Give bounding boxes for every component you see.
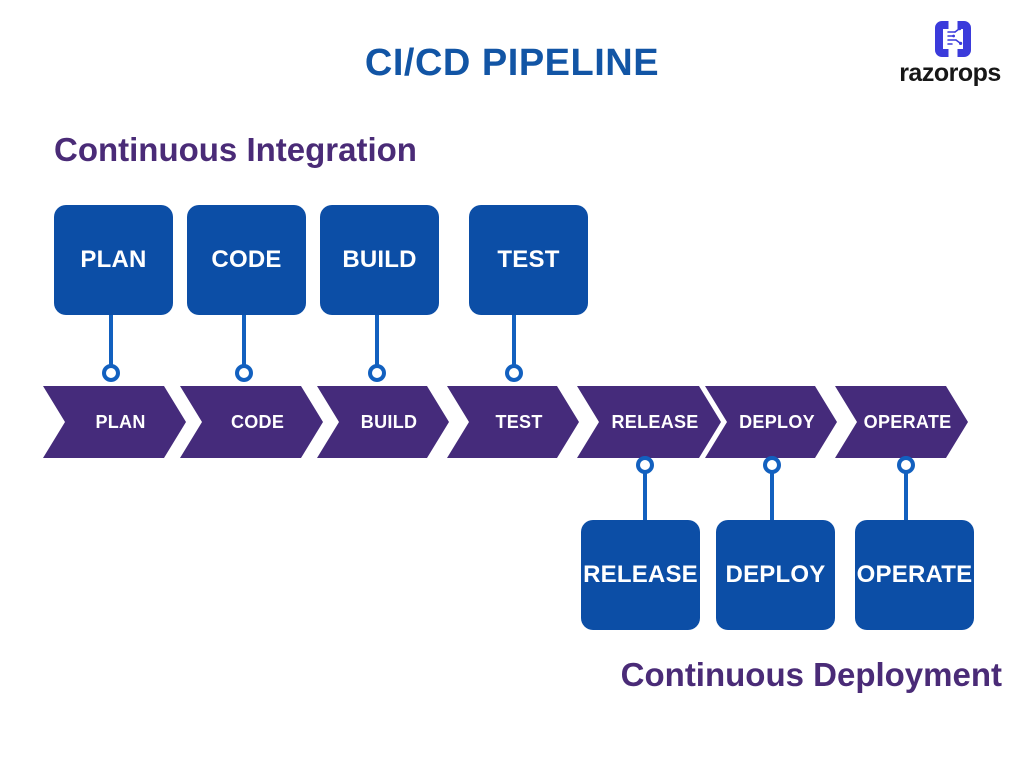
- razorops-bracket-circuit-icon: [934, 20, 972, 58]
- brand-logo[interactable]: razorops: [886, 20, 1014, 94]
- pipeline-chevron-code[interactable]: [180, 386, 323, 458]
- ci-connector-ring-build: [368, 364, 386, 382]
- ci-connector-line-plan: [109, 315, 113, 368]
- section-heading-continuous-deployment: Continuous Deployment: [620, 656, 1002, 693]
- section-heading-continuous-integration: Continuous Integration: [54, 131, 417, 168]
- ci-stage-box-test[interactable]: TEST: [469, 205, 588, 315]
- stage-box-label: BUILD: [342, 246, 417, 273]
- pipeline-chevron-release[interactable]: [577, 386, 721, 458]
- pipeline-chevron-label-operate: OPERATE: [863, 412, 952, 432]
- cd-stage-box-operate[interactable]: OPERATE: [855, 520, 974, 630]
- ci-connector-ring-code: [235, 364, 253, 382]
- pipeline-chevron-label-build: BUILD: [360, 412, 418, 432]
- pipeline-chevron-test[interactable]: [447, 386, 579, 458]
- ci-connector-line-code: [242, 315, 246, 368]
- ci-stage-box-build[interactable]: BUILD: [320, 205, 439, 315]
- pipeline-chevron-label-plan: PLAN: [95, 412, 146, 432]
- cd-connector-ring-operate: [897, 456, 915, 474]
- pipeline-chevron-operate[interactable]: [835, 386, 968, 458]
- ci-connector-ring-test: [505, 364, 523, 382]
- cd-connector-ring-release: [636, 456, 654, 474]
- stage-box-label: OPERATE: [856, 561, 973, 588]
- cd-stage-box-release[interactable]: RELEASE: [581, 520, 700, 630]
- ci-connector-line-build: [375, 315, 379, 368]
- pipeline-chevron-label-deploy: DEPLOY: [739, 412, 815, 432]
- pipeline-chevron-plan[interactable]: [43, 386, 186, 458]
- pipeline-chevron-build[interactable]: [317, 386, 449, 458]
- cd-connector-line-deploy: [770, 472, 774, 522]
- pipeline-chevron-label-test: TEST: [495, 412, 543, 432]
- stage-box-label: TEST: [497, 246, 560, 273]
- stage-box-label: DEPLOY: [725, 561, 826, 588]
- cd-stage-box-deploy[interactable]: DEPLOY: [716, 520, 835, 630]
- ci-connector-ring-plan: [102, 364, 120, 382]
- pipeline-chevron-label-code: CODE: [230, 412, 285, 432]
- page-title: CI/CD PIPELINE: [364, 42, 660, 84]
- cd-connector-ring-deploy: [763, 456, 781, 474]
- ci-connector-line-test: [512, 315, 516, 368]
- ci-stage-box-code[interactable]: CODE: [187, 205, 306, 315]
- pipeline-chevron-deploy[interactable]: [705, 386, 837, 458]
- brand-wordmark: razorops: [899, 59, 1001, 87]
- pipeline-chevron-band: [0, 386, 1024, 458]
- ci-stage-box-plan[interactable]: PLAN: [54, 205, 173, 315]
- stage-box-label: PLAN: [80, 246, 147, 273]
- stage-box-label: CODE: [211, 246, 282, 273]
- pipeline-chevron-label-release: RELEASE: [611, 412, 699, 432]
- cd-connector-line-operate: [904, 472, 908, 522]
- cd-connector-line-release: [643, 472, 647, 522]
- stage-box-label: RELEASE: [583, 561, 698, 588]
